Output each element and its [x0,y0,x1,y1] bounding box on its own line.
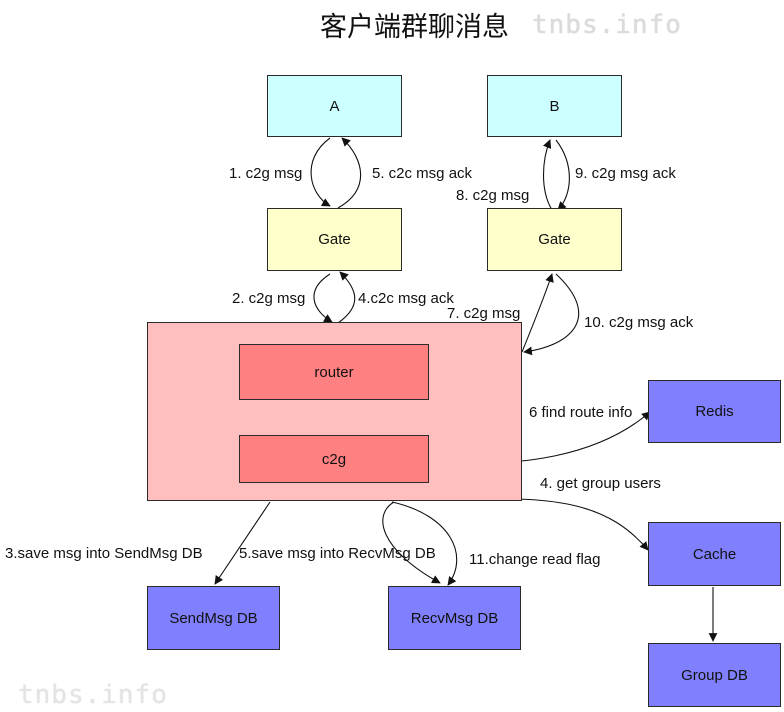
edge-4-c2c-ack [337,271,356,324]
edge-7-c2g-msg [521,273,554,353]
edge-label-4b: 4. get group users [540,475,661,492]
edge-1-c2g-msg [310,137,331,207]
edge-label-7: 7. c2g msg [447,305,521,322]
router-box[interactable]: router [239,344,429,400]
gate-left-box[interactable]: Gate [267,208,402,271]
group-db-box[interactable]: Group DB [648,643,781,707]
edge-label-6: 6 find route info [529,404,633,421]
edge-3-save-sendmsg [214,501,271,585]
edge-2-c2g-msg [313,273,333,323]
edge-11-read-flag [391,501,458,586]
gate-right-label: Gate [538,231,571,248]
diagram-title: 客户端群聊消息 [320,12,509,43]
edge-10-c2g-ack [523,273,580,356]
client-b-label: B [549,97,560,115]
edge-label-4: 4.c2c msg ack [358,290,454,307]
client-a-label: A [329,97,340,115]
edge-label-1: 1. c2g msg [229,165,303,182]
cache-label: Cache [692,545,737,563]
edge-8-c2g-msg [542,139,553,211]
edge-4-get-group-users [459,498,649,551]
edge-label-3: 3.save msg into SendMsg DB [5,545,203,562]
edge-label-5: 5. c2c msg ack [372,165,473,182]
watermark-bottom: tnbs.info [18,680,168,710]
client-a-box[interactable]: A [267,75,402,137]
edge-label-2: 2. c2g msg [232,290,306,307]
edge-label-8: 8. c2g msg [456,187,530,204]
redis-box[interactable]: Redis [648,380,781,443]
c2g-box[interactable]: c2g [239,435,429,483]
edge-label-11: 11.change read flag [469,551,601,568]
sendmsg-db-box[interactable]: SendMsg DB [147,586,280,650]
edge-label-5b: 5.save msg into RecvMsg DB [239,545,436,562]
client-b-box[interactable]: B [487,75,622,137]
gate-left-label: Gate [318,231,351,248]
recvmsg-db-box[interactable]: RecvMsg DB [388,586,521,650]
edge-9-c2g-ack [555,139,570,211]
sendmsg-db-label: SendMsg DB [169,609,258,627]
edge-label-9: 9. c2g msg ack [575,165,676,182]
edge-5-c2c-ack [337,137,362,209]
router-label: router [314,363,354,381]
recvmsg-db-label: RecvMsg DB [410,609,499,627]
edge-5-save-recvmsg [382,501,441,584]
edge-label-10: 10. c2g msg ack [584,314,694,331]
redis-label: Redis [695,403,734,420]
c2g-label: c2g [321,450,347,468]
gate-right-box[interactable]: Gate [487,208,622,271]
group-db-label: Group DB [681,666,748,684]
cache-box[interactable]: Cache [648,522,781,586]
watermark-top: tnbs.info [532,10,682,40]
